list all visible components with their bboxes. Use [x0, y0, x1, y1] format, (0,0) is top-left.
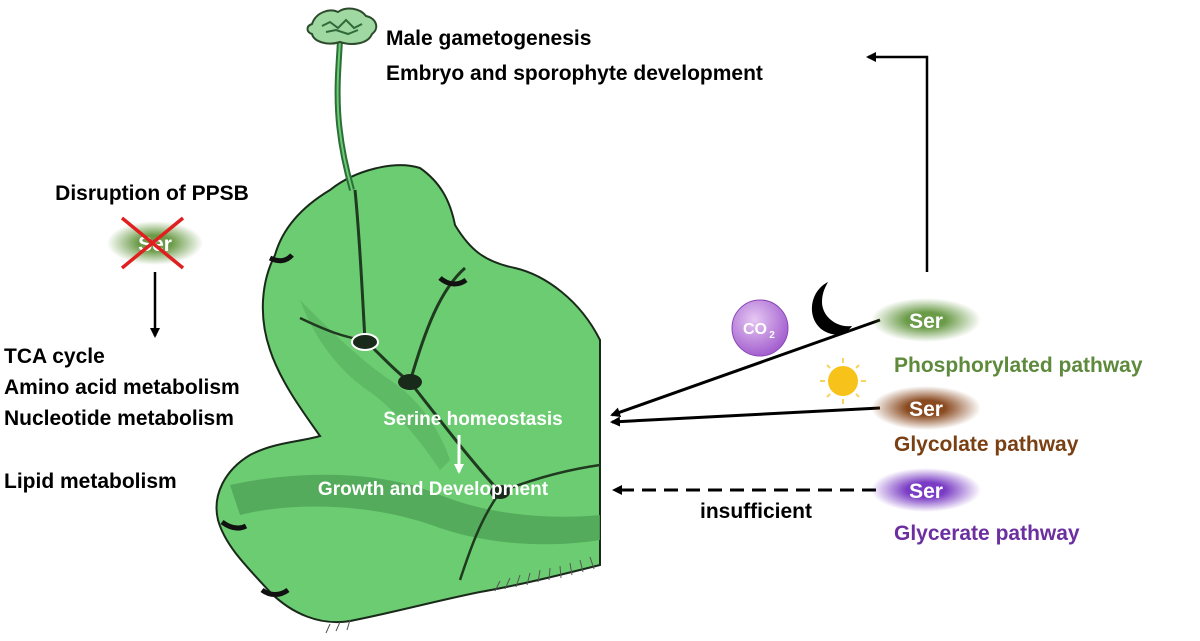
pathway-phosphorylated: Ser Phosphorylated pathway	[871, 298, 1143, 377]
thallus-body	[215, 164, 601, 624]
thallus-rhizoids	[325, 556, 595, 634]
pathway-glycolate: Ser Glycolate pathway	[871, 386, 1079, 456]
thallus-vein	[458, 491, 502, 581]
thallus-shade	[300, 300, 450, 470]
ser-blob-phosphorylated	[871, 298, 981, 342]
thallus-node	[351, 333, 379, 351]
ser-label-glycerate: Ser	[909, 480, 943, 503]
thallus-notch	[268, 253, 294, 264]
cross-icon	[120, 216, 185, 270]
ser-label-glycolate: Ser	[909, 398, 943, 421]
disruption-title: Disruption of PPSB	[55, 182, 249, 205]
thallus-vein	[499, 463, 601, 494]
phosphorylated-pathway-label: Phosphorylated pathway	[894, 354, 1143, 377]
sun-icon	[820, 358, 866, 404]
arrow-glycolate-to-thallus	[610, 406, 881, 427]
thallus-vein	[353, 189, 367, 341]
effect-item: TCA cycle	[4, 345, 105, 368]
ser-label-phosphorylated: Ser	[909, 310, 943, 333]
ser-blob-glycolate	[871, 386, 981, 430]
arrow-to-reproduction	[866, 52, 929, 272]
effect-item: Nucleotide metabolism	[4, 407, 234, 430]
growth-development-label: Growth and Development	[318, 479, 549, 500]
antheridiophore-head	[306, 7, 378, 45]
arrow-phosphorylated-to-thallus	[610, 318, 881, 418]
effect-item: Amino acid metabolism	[4, 376, 240, 399]
embryo-development-label: Embryo and sporophyte development	[386, 62, 763, 85]
antheridiophore-head-detail	[321, 18, 363, 36]
lipid-metabolism-label: Lipid metabolism	[4, 470, 177, 493]
thallus-node	[398, 374, 422, 390]
glycolate-pathway-label: Glycolate pathway	[894, 433, 1079, 456]
thallus-vein	[408, 266, 466, 383]
co2-bubble-icon: CO 2	[731, 299, 789, 357]
serine-homeostasis-label: Serine homeostasis	[383, 409, 563, 430]
thallus-notch	[438, 276, 468, 287]
ser-blob-glycerate	[871, 468, 981, 512]
thallus-notch	[260, 587, 290, 597]
thallus-midrib	[230, 474, 600, 545]
thallus-vein	[408, 381, 502, 494]
moon-icon	[811, 282, 852, 335]
glycerate-pathway-label: Glycerate pathway	[894, 522, 1080, 545]
thallus-node	[490, 485, 510, 499]
male-gametogenesis-label: Male gametogenesis	[386, 27, 591, 50]
pathway-glycerate: Ser Glycerate pathway	[871, 468, 1080, 545]
antheridiophore-stalk-highlight	[336, 39, 353, 191]
co2-subscript: 2	[769, 330, 775, 341]
insufficient-label: insufficient	[700, 500, 812, 523]
antheridiophore-stalk	[334, 39, 355, 191]
co2-label: CO	[743, 321, 767, 338]
thallus-notch	[220, 519, 248, 531]
liverwort-thallus: Serine homeostasis Growth and Developmen…	[215, 7, 601, 634]
